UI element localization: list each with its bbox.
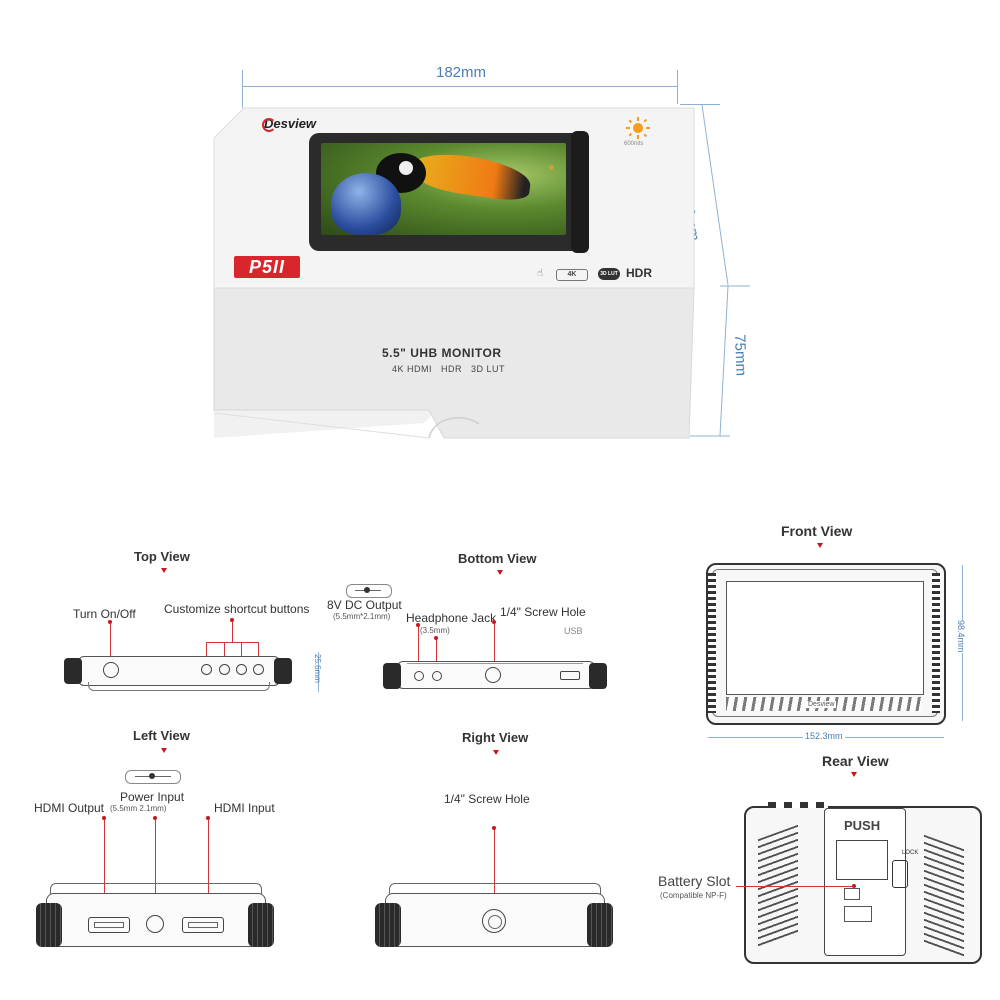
rear-view-device: PUSH LOCK (744, 802, 982, 964)
arrow-marker (161, 748, 167, 753)
brand-logo-mark (262, 118, 276, 132)
product-features: 4K HDMI HDR 3D LUT (392, 364, 506, 374)
depth-label: 75mm (731, 334, 750, 377)
power-input-port (146, 915, 164, 933)
top-height-label: 25.6mm (313, 654, 322, 683)
badge-hdr: HDR (626, 266, 652, 280)
power-button (103, 662, 119, 678)
arrow-marker (817, 543, 823, 548)
arrow-marker (851, 772, 857, 777)
touch-hand-icon: ☝ (537, 268, 544, 279)
dc-output-port (414, 671, 424, 681)
label-dc-output-spec: (5.5mm*2.1mm) (333, 612, 391, 621)
battery-latch (892, 860, 908, 888)
product-box: Desview 600nits (213, 107, 695, 439)
rear-view-title: Rear View (822, 753, 889, 769)
left-view-device (36, 883, 276, 953)
arrow-marker (493, 750, 499, 755)
power-plug-icon (125, 770, 181, 784)
front-screen (726, 581, 924, 695)
top-view-device (64, 650, 294, 695)
right-view-device (375, 883, 615, 953)
label-hdmi-input: HDMI Input (214, 801, 275, 815)
lock-label: LOCK (902, 850, 919, 856)
badge-4k: 4K (556, 269, 588, 281)
monitor-screen (321, 143, 566, 235)
brightness-sun-icon: 600nits (618, 116, 658, 154)
headphone-jack (432, 671, 442, 681)
brand-logo: Desview (264, 116, 317, 131)
screw-hole (485, 667, 501, 683)
monitor-photo (309, 131, 589, 253)
arrow-marker (497, 570, 503, 575)
label-hdmi-output: HDMI Output (34, 801, 105, 815)
brightness-label: 600nits (624, 141, 644, 147)
bottom-view-title: Bottom View (458, 551, 537, 566)
label-power-input-spec: (5.5mm 2.1mm) (110, 804, 167, 813)
label-dc-output: 8V DC Output (327, 598, 402, 612)
bezel-brand: Desview (806, 701, 837, 708)
label-turn-on-off: Turn On/Off (73, 607, 136, 621)
arrow-marker (161, 568, 167, 573)
screw-hole (482, 909, 506, 933)
hdmi-output-port (88, 917, 130, 933)
badge-3dlut: 3D LUT (598, 268, 620, 280)
width-label: 182mm (436, 64, 487, 81)
usb-port (560, 671, 580, 680)
label-usb: USB (564, 626, 583, 636)
label-headphone: Headphone Jack (406, 611, 497, 625)
label-battery-slot: Battery Slot (658, 873, 731, 889)
hdmi-input-port (182, 917, 224, 933)
shortcut-button-1 (201, 664, 212, 675)
right-view-title: Right View (462, 730, 529, 745)
label-battery-spec: (Compatible NP-F) (660, 891, 727, 900)
push-label: PUSH (844, 818, 881, 833)
shortcut-button-3 (236, 664, 247, 675)
bottom-view-device (383, 657, 608, 697)
front-view-device: Desview (706, 563, 946, 725)
label-screw-hole-right: 1/4" Screw Hole (444, 792, 530, 806)
shortcut-button-4 (253, 664, 264, 675)
top-view-title: Top View (134, 549, 190, 564)
left-view-title: Left View (133, 728, 190, 743)
label-power-input: Power Input (120, 790, 185, 804)
front-height-label: 98.4mm (956, 620, 966, 653)
product-title: 5.5" UHB MONITOR (382, 346, 502, 360)
dc-plug-icon (346, 584, 392, 598)
label-screw-hole-bottom: 1/4" Screw Hole (500, 605, 586, 619)
label-shortcut-buttons: Customize shortcut buttons (164, 602, 310, 616)
shortcut-button-2 (219, 664, 230, 675)
model-badge: P5II (234, 256, 300, 278)
front-width-label: 152.3mm (803, 731, 845, 741)
label-headphone-spec: (3.5mm) (420, 626, 450, 635)
front-view-title: Front View (781, 523, 853, 539)
